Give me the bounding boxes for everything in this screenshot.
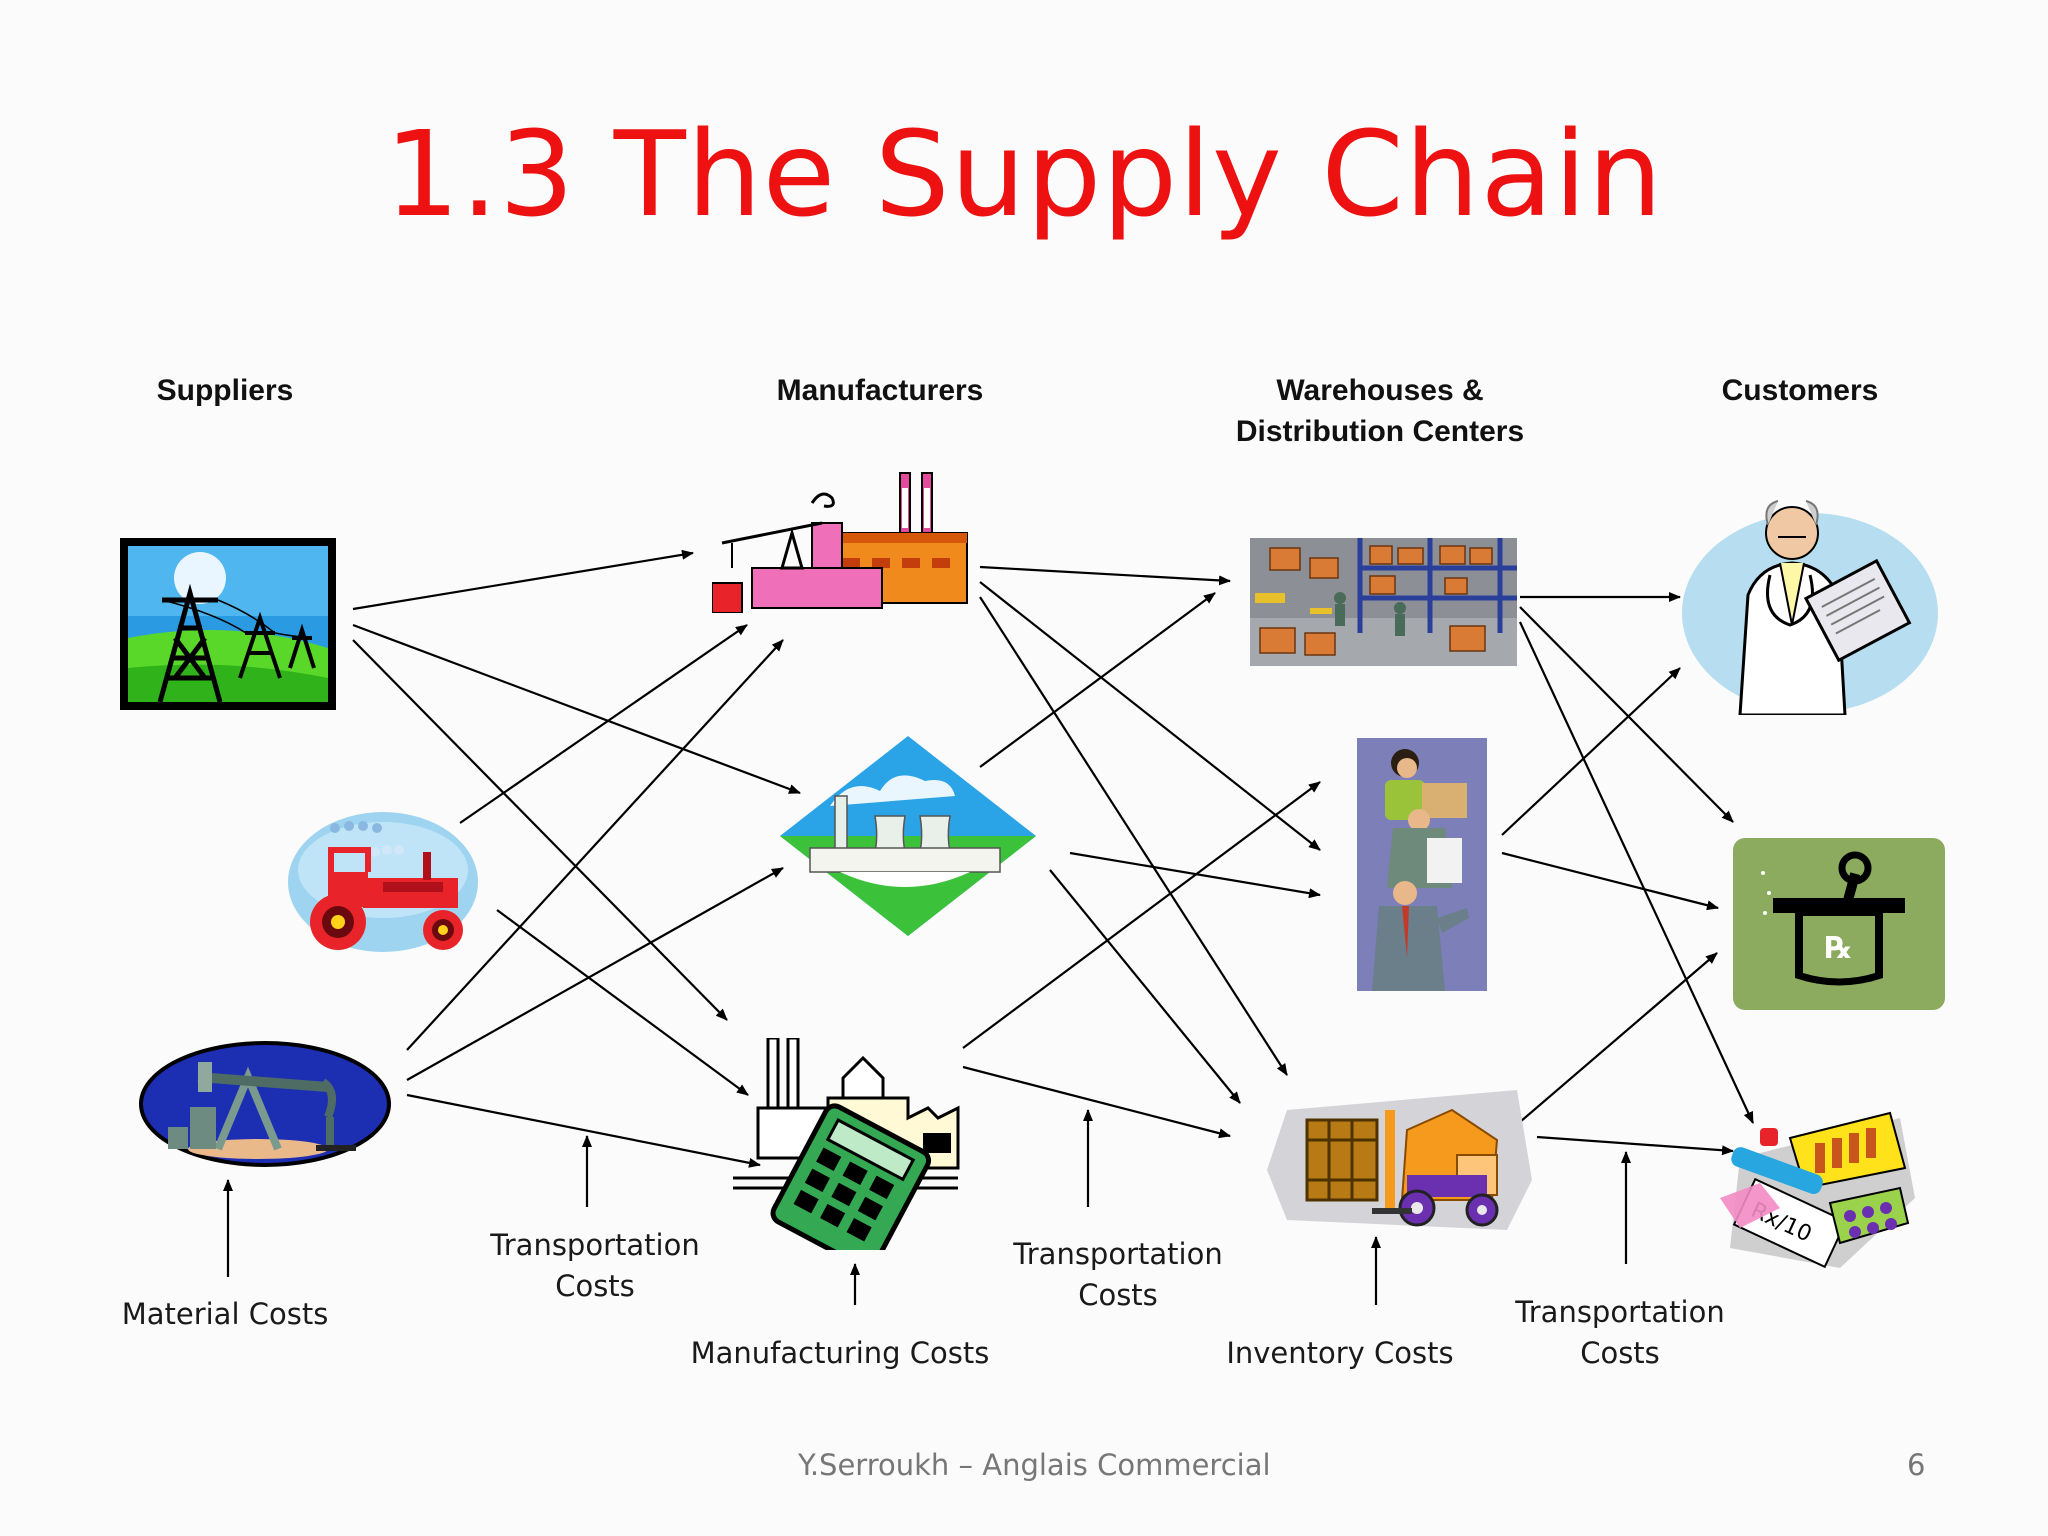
header-customers: Customers <box>1721 374 1879 407</box>
footer-author: Y.Serroukh – Anglais Commercial <box>798 1448 1271 1482</box>
header-warehouses-line2: Distribution Centers <box>1235 415 1525 448</box>
header-warehouses: Warehouses & Distribution Centers <box>1180 370 1580 452</box>
arrow-line <box>352 623 801 795</box>
header-manufacturers: Manufacturers <box>776 374 984 407</box>
inventory-costs-label: Inventory Costs <box>1226 1336 1454 1370</box>
transportation-costs-label-2-line2: Costs <box>1078 1278 1158 1312</box>
svg-text:℞: ℞ <box>1825 931 1852 966</box>
arrow-line <box>1519 952 1718 1123</box>
material-costs-label: Material Costs <box>121 1297 329 1331</box>
medicine-icon: Rx/10 <box>1720 1111 1915 1269</box>
factory-icon <box>712 472 968 613</box>
arrow-line <box>979 565 1231 586</box>
arrow-line <box>979 581 1321 851</box>
arrow-line <box>406 867 784 1081</box>
transportation-costs-label-2: Transportation Costs <box>988 1234 1248 1316</box>
arrow-line <box>979 592 1216 768</box>
arrow-line <box>352 639 728 1021</box>
arrow-line <box>1536 1135 1734 1156</box>
arrow-line <box>406 639 784 1051</box>
transportation-costs-label-3: Transportation Costs <box>1490 1292 1750 1374</box>
business-people-icon <box>1357 738 1487 991</box>
arrow-line <box>1501 667 1681 836</box>
arrow-line <box>1519 606 1734 823</box>
arrow-line <box>496 909 749 1096</box>
arrow-line <box>1501 851 1719 911</box>
pharmacy-mortar-icon: ℞ <box>1733 838 1945 1010</box>
transportation-costs-label-2-line1: Transportation <box>1013 1237 1223 1271</box>
header-suppliers: Suppliers <box>156 374 294 407</box>
arrow-line <box>459 624 748 824</box>
arrow-line <box>1049 869 1241 1104</box>
tractor-icon <box>288 812 478 952</box>
doctor-icon <box>1682 500 1938 715</box>
forklift-icon <box>1267 1090 1532 1230</box>
transportation-costs-label-1-line1: Transportation <box>490 1228 700 1262</box>
arrow-line <box>406 1093 761 1168</box>
power-plant-icon <box>780 736 1036 936</box>
header-warehouses-line1: Warehouses & <box>1276 374 1484 407</box>
arrow-line <box>979 596 1288 1076</box>
transportation-costs-label-1-line2: Costs <box>555 1269 635 1303</box>
transportation-costs-label-1: Transportation Costs <box>465 1225 725 1307</box>
manufacturing-costs-label: Manufacturing Costs <box>690 1336 990 1370</box>
factory-calculator-icon <box>733 1038 960 1250</box>
transportation-costs-label-3-line2: Costs <box>1580 1336 1660 1370</box>
warehouse-icon <box>1250 538 1517 666</box>
arrow-line <box>1519 621 1754 1124</box>
oil-pump-icon <box>139 1041 391 1167</box>
arrow-line <box>352 549 694 611</box>
page-number: 6 <box>1907 1448 1926 1482</box>
arrow-line <box>962 1065 1231 1139</box>
transportation-costs-label-3-line1: Transportation <box>1515 1295 1725 1329</box>
slide-title: 1.3 The Supply Chain <box>384 105 1664 243</box>
power-lines-icon <box>120 538 336 710</box>
arrow-line <box>962 781 1321 1049</box>
